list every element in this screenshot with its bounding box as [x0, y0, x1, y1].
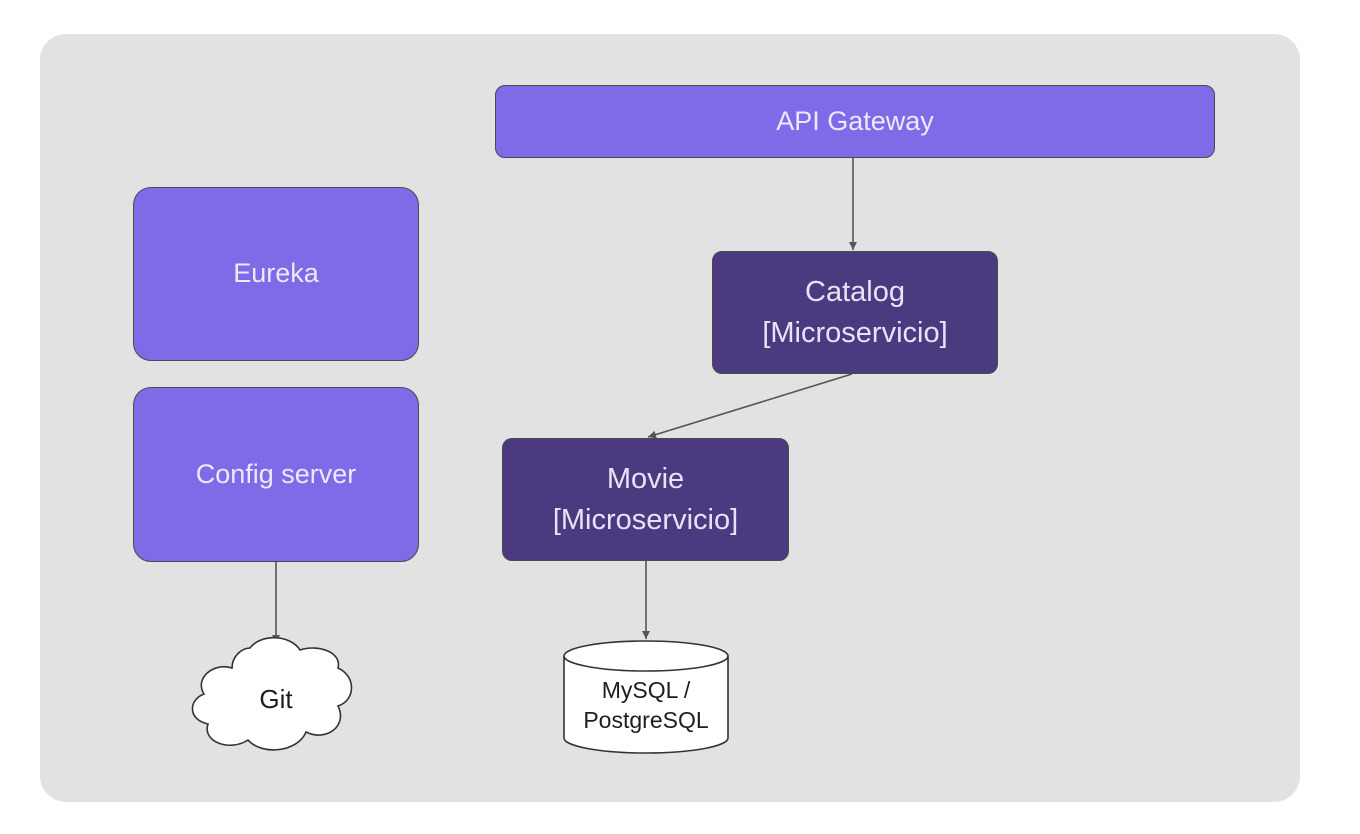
movie-label: Movie [Microservicio]	[552, 463, 739, 536]
api-gateway-label: API Gateway	[776, 105, 934, 136]
catalog-microservice-node[interactable]: Catalog [Microservicio]	[712, 251, 998, 374]
git-label: Git	[259, 684, 293, 714]
database-label: MySQL / PostgreSQL	[583, 677, 709, 733]
catalog-label: Catalog [Microservicio]	[762, 276, 948, 349]
movie-microservice-node[interactable]: Movie [Microservicio]	[502, 438, 789, 561]
eureka-node[interactable]: Eureka	[133, 187, 419, 361]
eureka-label: Eureka	[233, 258, 319, 289]
api-gateway-node[interactable]: API Gateway	[495, 85, 1215, 158]
config-server-label: Config server	[195, 458, 357, 489]
config-server-node[interactable]: Config server	[133, 387, 419, 562]
